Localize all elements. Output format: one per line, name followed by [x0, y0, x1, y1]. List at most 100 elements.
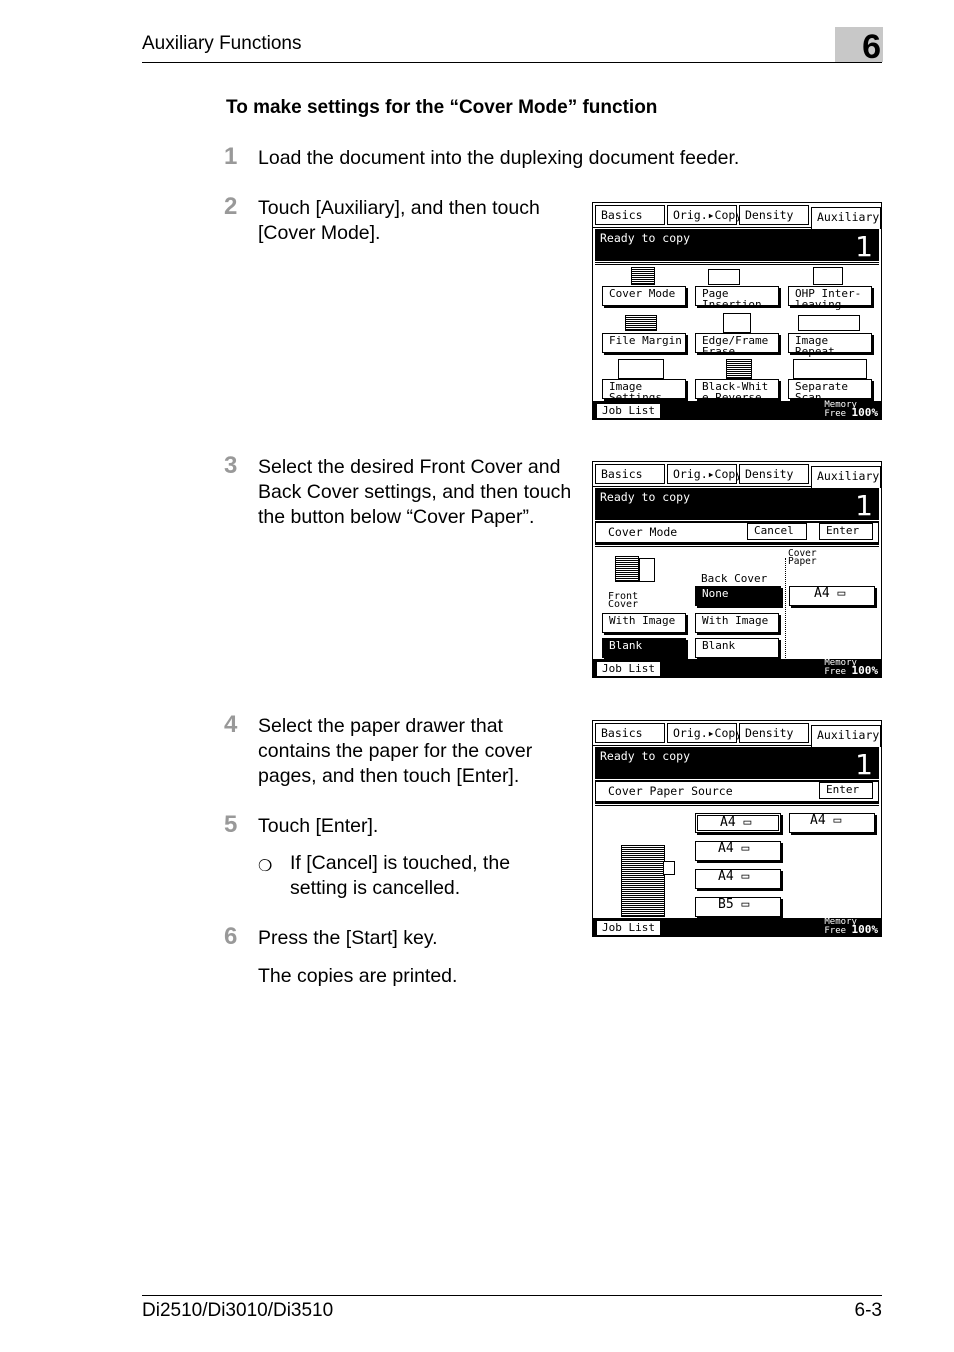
- front-cover-label: Front Cover: [608, 591, 639, 610]
- drawer-4-button[interactable]: B5 ▭: [695, 897, 781, 917]
- cover-paper-button[interactable]: A4 ▭: [789, 586, 875, 606]
- status-text: Ready to copy: [600, 490, 691, 504]
- tab-density[interactable]: Density: [739, 464, 809, 484]
- back-cover-label: Back Cover: [701, 572, 768, 585]
- memory-percent: 100%: [851, 664, 879, 677]
- image-settings-button[interactable]: Image Settings: [602, 379, 686, 403]
- back-cover-none-button[interactable]: None: [695, 586, 781, 606]
- footer-page-number: 6-3: [854, 1300, 882, 1321]
- image-repeat-button[interactable]: Image Repeat: [788, 333, 872, 357]
- ohp-interleaving-icon: [813, 267, 843, 285]
- job-list-button[interactable]: Job List: [596, 403, 661, 419]
- hatch-divider: [595, 544, 879, 547]
- back-with-image-button[interactable]: With Image: [695, 613, 779, 633]
- enter-button[interactable]: Enter: [819, 523, 873, 540]
- tab-orig-copy[interactable]: Orig.▸Copy: [667, 205, 742, 225]
- screen-cover-mode: Basics Orig.▸Copy Density Auxiliary Read…: [592, 461, 882, 678]
- tab-auxiliary[interactable]: Auxiliary: [811, 725, 881, 747]
- footer-rule: [142, 1295, 882, 1296]
- tab-basics[interactable]: Basics: [595, 723, 665, 743]
- front-blank-button[interactable]: Blank: [602, 638, 686, 658]
- cover-document-icon: [615, 556, 639, 582]
- memory-label: Memory: [824, 658, 857, 668]
- tab-orig-copy[interactable]: Orig.▸Copy: [667, 723, 742, 743]
- edge-frame-erase-button[interactable]: Edge/Frame Erase: [695, 333, 779, 357]
- screen-cover-paper-source: Basics Orig.▸Copy Density Auxiliary Read…: [592, 720, 882, 937]
- step-text-6: Press the [Start] key.: [258, 927, 438, 949]
- memory-label: Memory: [824, 400, 857, 410]
- back-blank-button[interactable]: Blank: [695, 638, 779, 658]
- file-margin-icon: [625, 315, 657, 331]
- job-list-button[interactable]: Job List: [596, 661, 661, 677]
- copy-count: 1: [855, 230, 873, 263]
- tab-divider: [593, 745, 881, 746]
- status-text: Ready to copy: [600, 749, 691, 763]
- black-white-reverse-button[interactable]: Black-Whit e Reverse: [695, 379, 779, 403]
- front-with-image-button[interactable]: With Image: [602, 613, 686, 633]
- tab-orig-copy[interactable]: Orig.▸Copy: [667, 464, 742, 484]
- chapter-number: 6: [835, 27, 883, 66]
- step-text-4: Select the paper drawer that contains th…: [258, 715, 533, 787]
- step-text-5: Touch [Enter].: [258, 815, 379, 837]
- cover-mode-title-bar: Cover Mode: [595, 522, 879, 543]
- page-insertion-button[interactable]: Page Insertion: [695, 286, 779, 310]
- step-number-4: 4: [224, 711, 238, 738]
- cover-mode-button[interactable]: Cover Mode: [602, 286, 686, 306]
- hatch-divider: [595, 803, 879, 806]
- tab-auxiliary[interactable]: Auxiliary: [811, 466, 881, 488]
- step-number-5: 5: [224, 811, 238, 838]
- edge-frame-erase-icon: [723, 313, 751, 333]
- enter-button[interactable]: Enter: [819, 782, 873, 799]
- cover-paper-label: Cover Paper: [788, 548, 817, 567]
- cover-pages-icon: [639, 558, 655, 582]
- step-text-1: Load the document into the duplexing doc…: [258, 147, 740, 169]
- note-text: If [Cancel] is touched, the setting is c…: [290, 852, 511, 899]
- step-number-1: 1: [224, 143, 238, 170]
- step-text-2: Touch [Auxiliary], and then touch [Cover…: [258, 197, 540, 244]
- black-white-reverse-icon: [726, 359, 752, 379]
- footer-model: Di2510/Di3010/Di3510: [142, 1300, 334, 1321]
- ohp-interleaving-button[interactable]: OHP Inter-leaving: [788, 286, 872, 310]
- running-header: Auxiliary Functions: [142, 33, 302, 54]
- memory-label: Memory: [824, 917, 857, 927]
- cancel-button[interactable]: Cancel: [747, 523, 807, 540]
- manual-bypass-button[interactable]: A4 ▭: [789, 813, 875, 833]
- drawer-1-button[interactable]: A4 ▭: [695, 813, 781, 833]
- tab-basics[interactable]: Basics: [595, 205, 665, 225]
- image-settings-icon: [618, 359, 664, 379]
- tab-divider: [593, 486, 881, 487]
- copy-count: 1: [855, 489, 873, 522]
- tab-divider: [593, 227, 881, 228]
- header-rule: [142, 62, 882, 63]
- job-list-button[interactable]: Job List: [596, 920, 661, 936]
- status-text: Ready to copy: [600, 231, 691, 245]
- memory-percent: 100%: [851, 406, 879, 419]
- section-heading: To make settings for the “Cover Mode” fu…: [226, 97, 658, 118]
- cover-paper-source-title: Cover Paper Source: [608, 784, 733, 798]
- screen-auxiliary-menu: Basics Orig.▸Copy Density Auxiliary Read…: [592, 202, 882, 420]
- status-bar: Ready to copy 1: [595, 747, 879, 781]
- status-bar: Ready to copy 1: [595, 488, 879, 522]
- cover-paper-source-title-bar: Cover Paper Source: [595, 781, 879, 802]
- step-number-3: 3: [224, 452, 238, 479]
- separate-scan-icon: [793, 359, 867, 379]
- drawer-3-button[interactable]: A4 ▭: [695, 869, 781, 889]
- cover-mode-title: Cover Mode: [608, 525, 678, 539]
- file-margin-button[interactable]: File Margin: [602, 333, 686, 353]
- step-number-2: 2: [224, 193, 238, 220]
- tab-basics[interactable]: Basics: [595, 464, 665, 484]
- step-text-3: Select the desired Front Cover and Back …: [258, 456, 572, 528]
- copy-count: 1: [855, 748, 873, 781]
- separate-scan-button[interactable]: Separate Scan: [788, 379, 872, 403]
- drawer-2-button[interactable]: A4 ▭: [695, 841, 781, 861]
- image-repeat-icon: [798, 315, 860, 331]
- tab-density[interactable]: Density: [739, 723, 809, 743]
- tab-auxiliary[interactable]: Auxiliary: [811, 207, 881, 229]
- page-insertion-icon: [708, 269, 740, 285]
- tab-density[interactable]: Density: [739, 205, 809, 225]
